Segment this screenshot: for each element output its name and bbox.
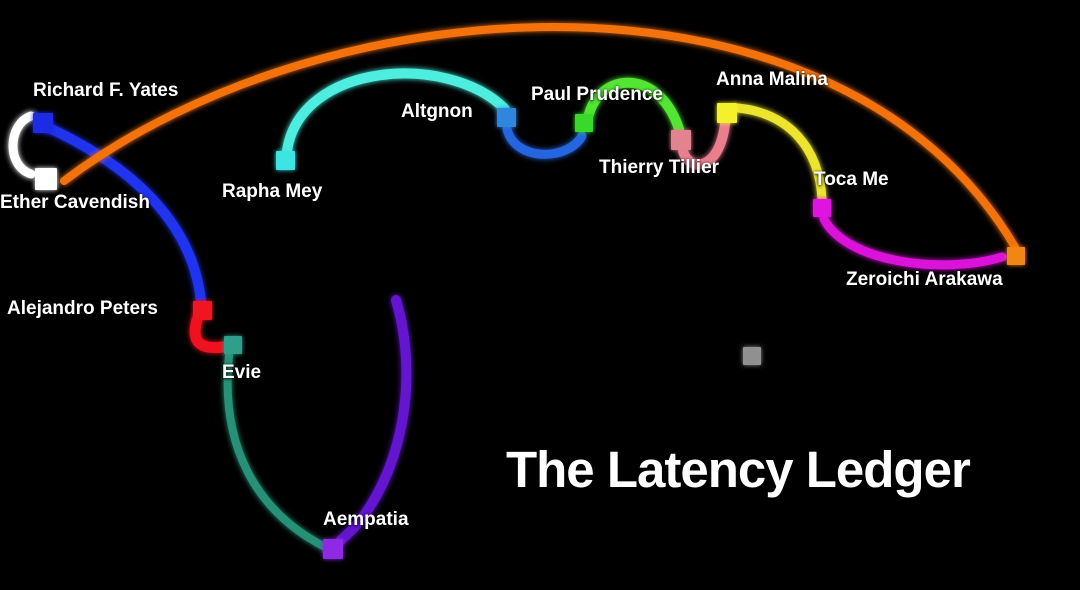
node-paul-prudence bbox=[575, 114, 593, 132]
edge-richard-ether bbox=[8, 111, 36, 179]
node-richard-f-yates bbox=[33, 113, 53, 133]
node-altgnon bbox=[496, 107, 516, 127]
node-thierry-tillier bbox=[671, 130, 691, 150]
node-label-ether-cavendish: Ether Cavendish bbox=[0, 192, 150, 213]
diagram-title: The Latency Ledger bbox=[506, 441, 971, 498]
node-rapha-mey bbox=[275, 150, 295, 170]
node-label-rapha-mey: Rapha Mey bbox=[222, 181, 323, 202]
node-evie bbox=[224, 336, 242, 354]
edge-toca-zeroichi bbox=[819, 214, 1007, 270]
node-label-altgnon: Altgnon bbox=[401, 101, 473, 122]
edge-altgnon-paul bbox=[502, 124, 587, 159]
edge-richard-alejandro bbox=[42, 122, 206, 306]
node-label-thierry-tillier: Thierry Tillier bbox=[599, 157, 720, 178]
edge-ether-zeroichi bbox=[60, 23, 1019, 251]
node-aempatia bbox=[323, 539, 343, 559]
node-label-alejandro-peters: Alejandro Peters bbox=[7, 298, 158, 319]
node-label-aempatia: Aempatia bbox=[323, 509, 409, 530]
node-unlabeled-gray bbox=[743, 347, 761, 365]
edge-anna-toca bbox=[733, 103, 827, 204]
node-zeroichi-arakawa bbox=[1007, 247, 1025, 265]
edge-thierry-anna bbox=[678, 119, 730, 170]
node-ether-cavendish bbox=[35, 168, 57, 190]
node-label-richard-f-yates: Richard F. Yates bbox=[33, 80, 179, 101]
edge-alejandro-evie bbox=[189, 314, 229, 354]
node-label-evie: Evie bbox=[222, 362, 262, 383]
node-label-zeroichi-arakawa: Zeroichi Arakawa bbox=[846, 269, 1003, 290]
edge-evie-aempatia bbox=[223, 351, 331, 552]
edge-aempatia-open-end bbox=[336, 295, 412, 545]
node-label-toca-me: Toca Me bbox=[814, 169, 889, 190]
edge-rapha-altgnon bbox=[282, 68, 510, 156]
node-label-paul-prudence: Paul Prudence bbox=[531, 84, 663, 105]
node-alejandro-peters bbox=[192, 300, 212, 320]
node-anna-malina bbox=[717, 103, 737, 123]
node-label-anna-malina: Anna Malina bbox=[716, 69, 828, 90]
edge-paul-thierry bbox=[584, 77, 684, 134]
node-toca-me bbox=[813, 199, 831, 217]
